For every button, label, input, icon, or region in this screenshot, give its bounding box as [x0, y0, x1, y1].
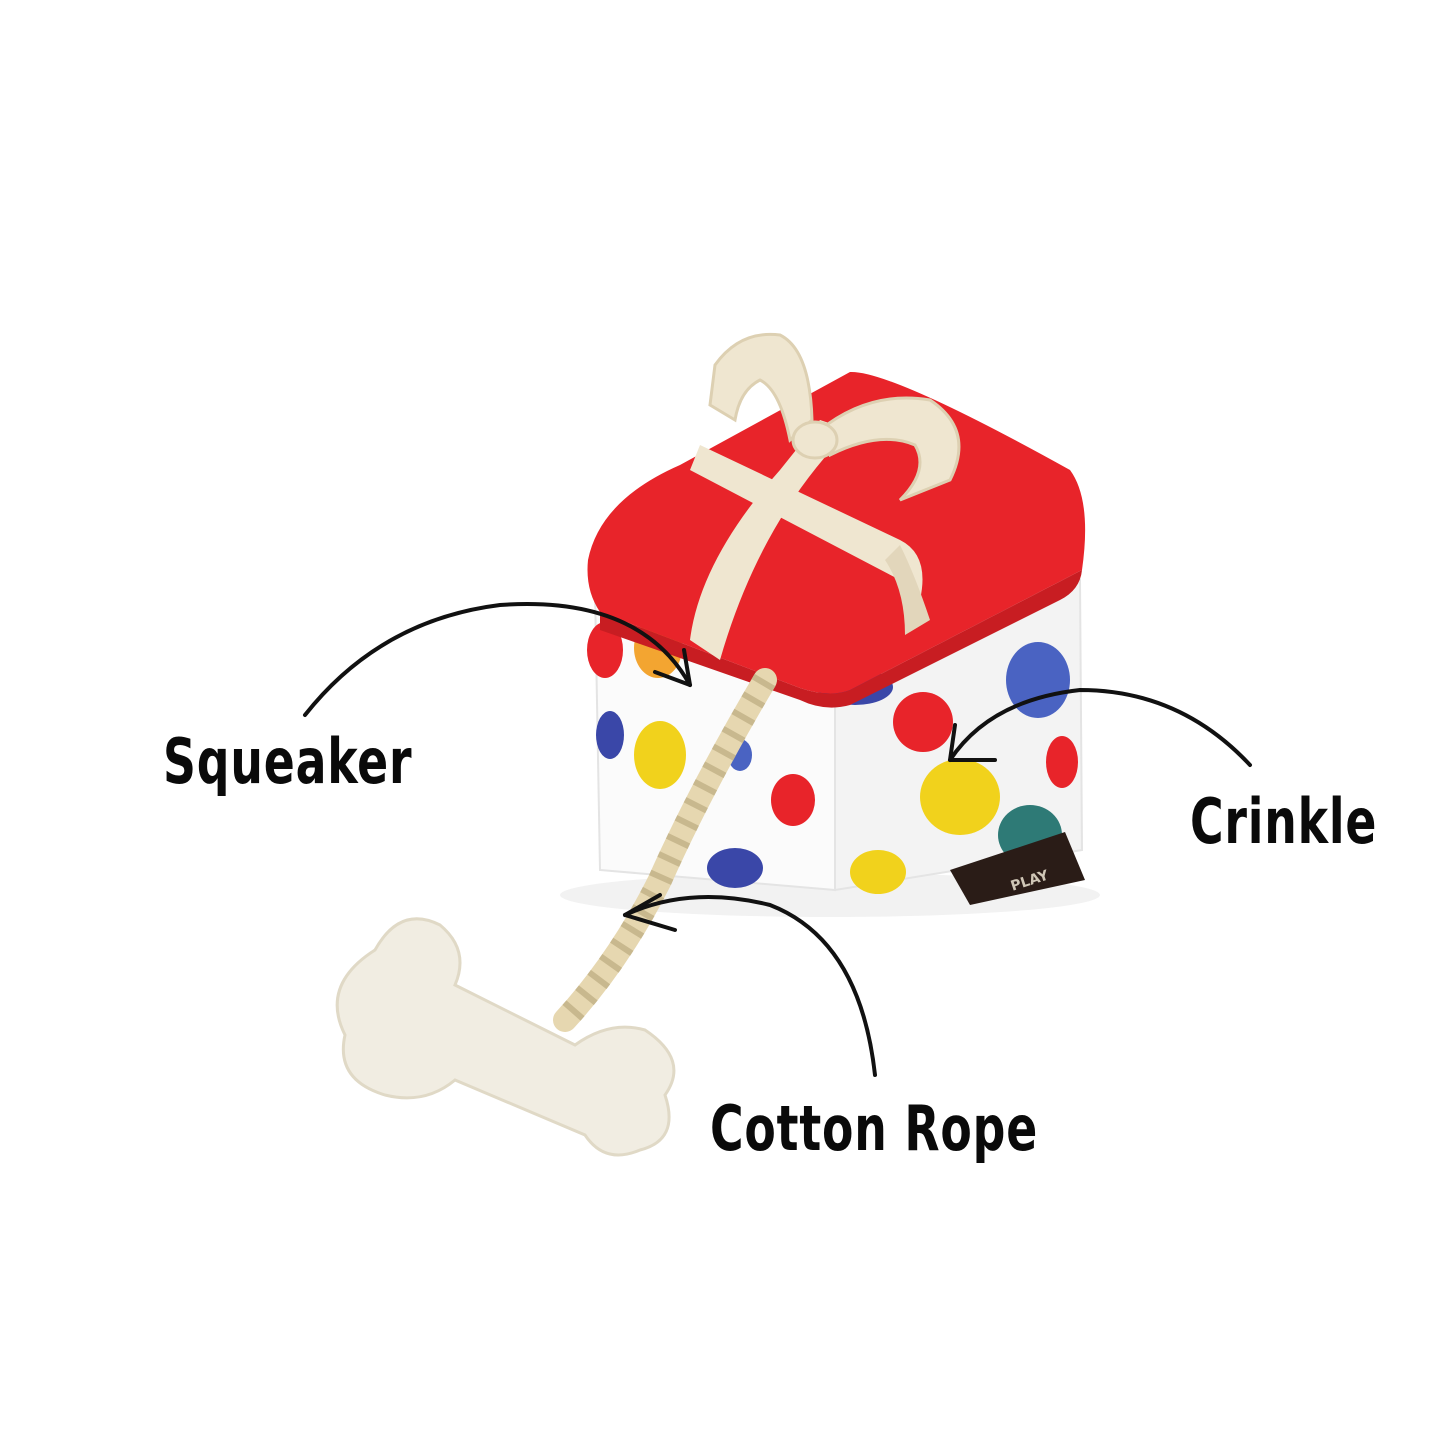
gift-box-lid — [587, 371, 1086, 708]
ribbon-bow — [708, 332, 961, 502]
cotton-rope — [553, 668, 777, 1032]
callout-crinkle: Crinkle — [1190, 785, 1378, 858]
plush-bone — [335, 917, 676, 1157]
crinkle-arrow — [948, 687, 1252, 767]
callout-cotton-rope: Cotton Rope — [710, 1092, 1039, 1165]
squeaker-arrow — [303, 602, 692, 717]
callout-arrows — [303, 602, 1252, 1077]
callout-squeaker: Squeaker — [163, 725, 413, 798]
cotton-rope-arrow — [623, 895, 877, 1077]
